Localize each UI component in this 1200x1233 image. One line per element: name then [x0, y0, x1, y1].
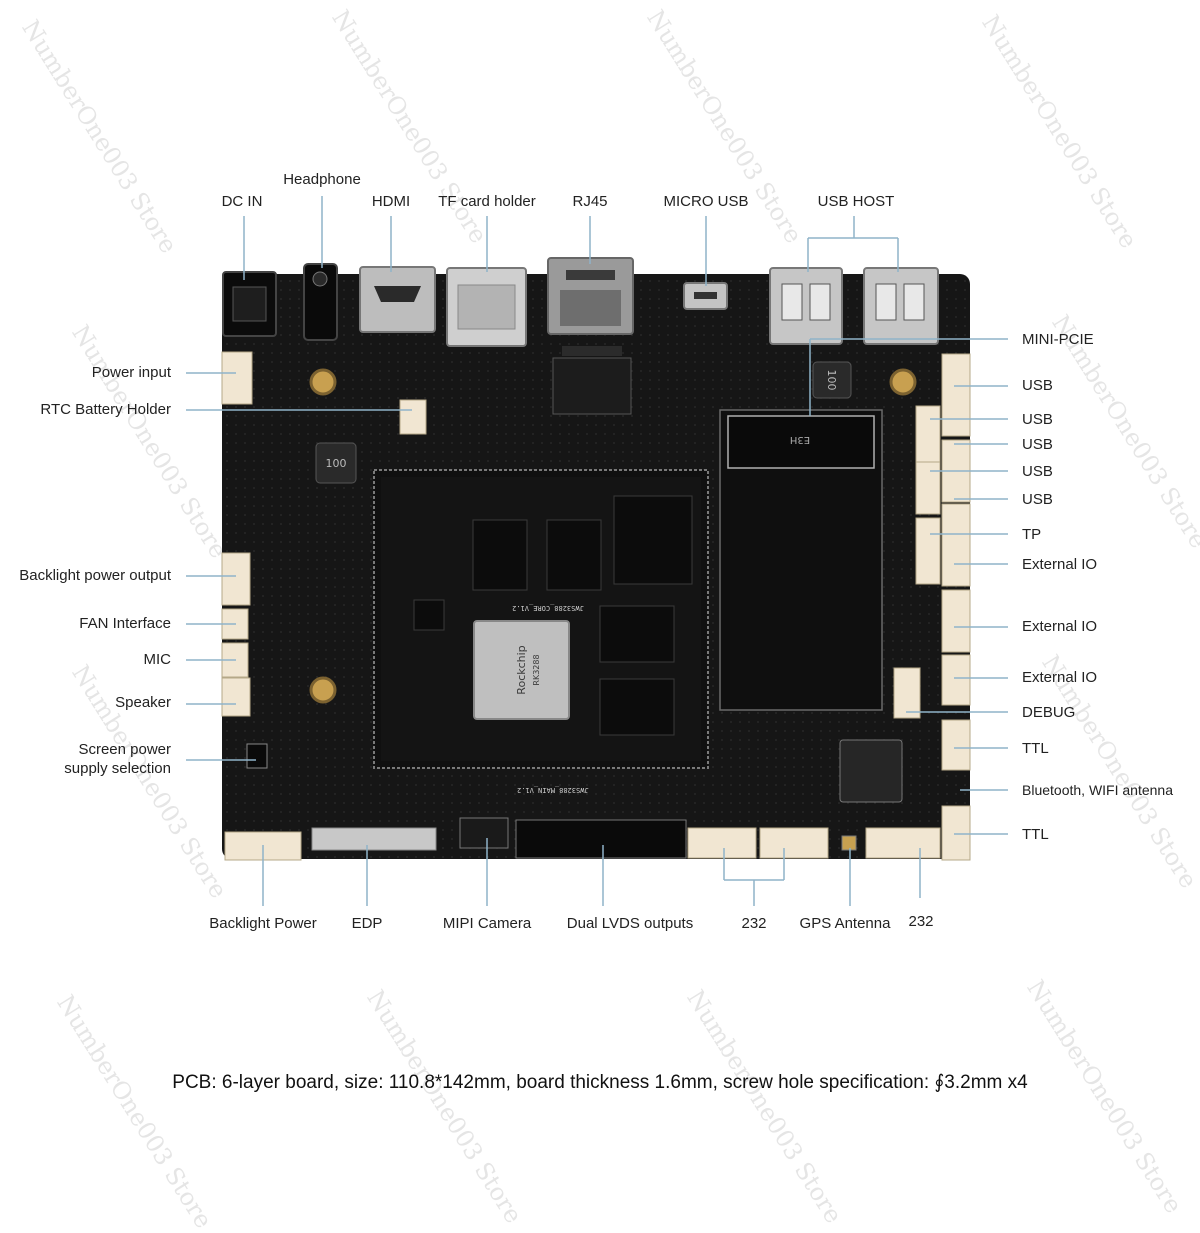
ram-chip: [599, 605, 675, 663]
screw-hole: [309, 368, 337, 396]
tp-connector: [915, 517, 941, 585]
core-silkscreen: JWS3288_CORE_V1.2: [512, 604, 584, 612]
label-gps-antenna: GPS Antenna: [799, 915, 891, 932]
inductor: [315, 442, 357, 484]
label-mini-pcie: MINI-PCIE: [1022, 331, 1094, 348]
label-debug: DEBUG: [1022, 704, 1076, 721]
label-screen-power: Screen power: [78, 741, 171, 758]
label-usb-4: USB: [1022, 463, 1053, 480]
label-rs232-b: 232: [908, 913, 934, 930]
screw-hole: [309, 676, 337, 704]
inductor-label: 100: [326, 457, 347, 470]
backlight-power-output-connector: [221, 552, 251, 606]
rtc-battery-holder: [399, 399, 427, 435]
label-ttl-1: TTL: [1022, 740, 1049, 757]
ttl-connector: [941, 805, 971, 861]
soc-model: RK3288: [532, 654, 541, 685]
label-external-io-2: External IO: [1022, 618, 1098, 635]
rs232-connector: [687, 827, 757, 859]
mini-pcie-connector: [727, 415, 875, 469]
label-edp: EDP: [351, 915, 383, 932]
label-external-io-1: External IO: [1022, 556, 1098, 573]
label-rj45: RJ45: [572, 193, 608, 210]
label-mic: MIC: [143, 651, 172, 668]
label-bluetooth-wifi-antenna: Bluetooth, WIFI antenna: [1022, 782, 1173, 798]
label-mipi-camera: MIPI Camera: [442, 915, 532, 932]
label-rs232-a: 232: [741, 915, 767, 932]
usb-header-connector: [915, 405, 941, 463]
emmc-chip: [613, 495, 693, 585]
label-hdmi: HDMI: [371, 193, 411, 210]
mipi-camera-connector: [459, 817, 509, 849]
label-fan-interface: FAN Interface: [79, 615, 171, 632]
screw-hole: [889, 368, 917, 396]
ram-chip: [472, 519, 528, 591]
label-ttl-2: TTL: [1022, 826, 1049, 843]
pcb-spec-caption: PCB: 6-layer board, size: 110.8*142mm, b…: [172, 1072, 1028, 1093]
lvds-connector: [515, 819, 687, 859]
label-rtc-battery-holder: RTC Battery Holder: [40, 401, 171, 418]
soc-brand: Rockchip: [515, 645, 528, 694]
leader-lines: [186, 196, 1008, 906]
edp-connector: [311, 827, 437, 851]
external-io-connector: [941, 503, 971, 587]
usb-header-connector: [941, 353, 971, 437]
speaker-connector: [221, 677, 251, 717]
inductor: [812, 361, 852, 399]
external-io-connector: [941, 654, 971, 706]
label-usb-host: USB HOST: [817, 193, 895, 210]
gps-antenna-connector: [841, 835, 857, 851]
usb-host-port: [769, 267, 843, 345]
label-usb-2: USB: [1022, 411, 1053, 428]
rs232-connector: [759, 827, 829, 859]
label-tf-card-holder: TF card holder: [438, 193, 536, 210]
label-backlight-power-output: Backlight power output: [19, 567, 171, 584]
external-io-connector: [941, 589, 971, 653]
soc-chip: [473, 620, 570, 720]
rs232-connector: [865, 827, 941, 859]
ram-chip: [599, 678, 675, 736]
inductor-label: 100: [825, 370, 838, 391]
pmic-chip: [413, 599, 445, 631]
label-tp: TP: [1022, 526, 1042, 543]
main-silkscreen: JWS3288_MAIN_V1.2: [517, 786, 589, 794]
label-backlight-power: Backlight Power: [209, 915, 317, 932]
usb-header-connector: [915, 461, 941, 515]
label-headphone: Headphone: [283, 171, 361, 188]
ttl-connector: [941, 719, 971, 771]
label-power-input: Power input: [91, 364, 171, 381]
label-micro-usb: MICRO USB: [663, 193, 749, 210]
label-dual-lvds-outputs: Dual LVDS outputs: [566, 915, 694, 932]
headphone-jack: [303, 263, 338, 341]
mini-pcie-mark: E3H: [790, 434, 810, 445]
label-usb-3: USB: [1022, 436, 1053, 453]
screen-power-selector: [246, 743, 268, 769]
wifi-bt-module: [839, 739, 903, 803]
label-dc-in: DC IN: [221, 193, 263, 210]
power-input-connector: [221, 351, 253, 405]
label-usb-1: USB: [1022, 377, 1053, 394]
label-usb-5: USB: [1022, 491, 1053, 508]
label-screen-power-selection: supply selection: [64, 760, 171, 777]
debug-connector: [893, 667, 921, 719]
ram-chip: [546, 519, 602, 591]
ethernet-transformer: [552, 357, 632, 415]
label-speaker: Speaker: [115, 694, 171, 711]
board-svg: 100 100 Rockchip RK3288 JWS3288_CORE_V1.…: [186, 196, 1008, 906]
usb-host-port: [863, 267, 939, 345]
pcb-diagram: NumberOne003 Store NumberOne003 Store Nu…: [16, 5, 1200, 1233]
label-external-io-3: External IO: [1022, 669, 1098, 686]
